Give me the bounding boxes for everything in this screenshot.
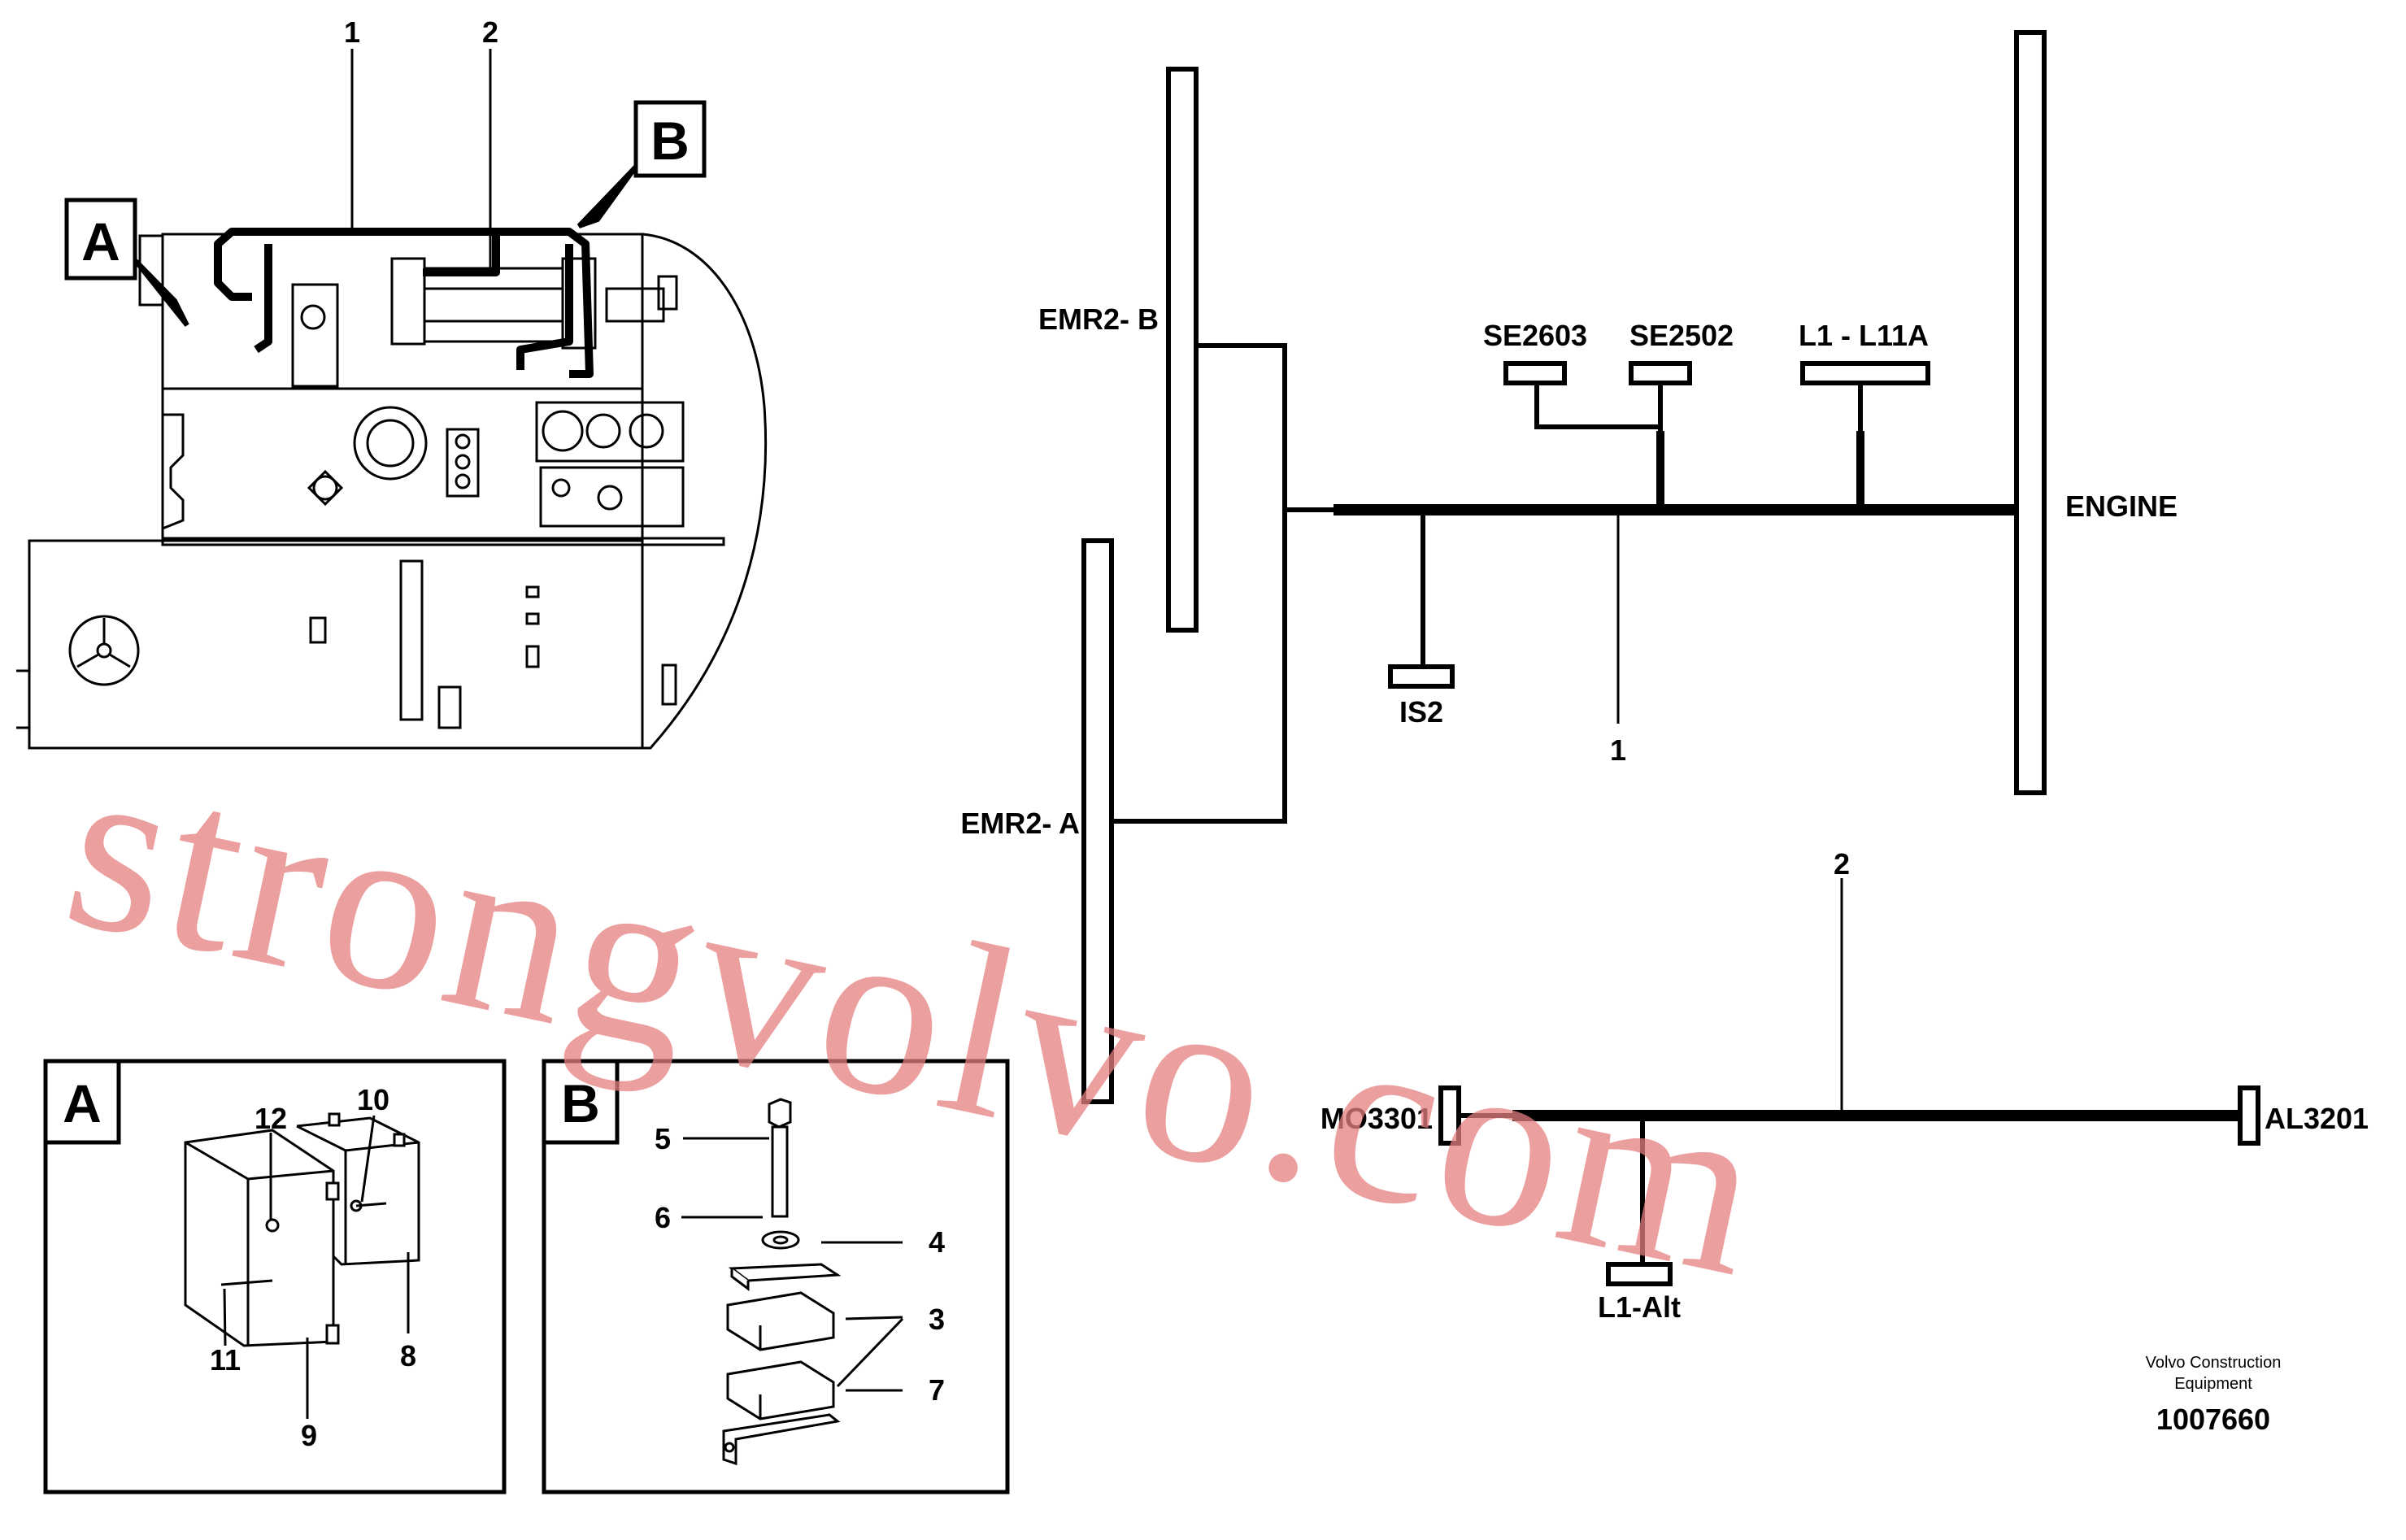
connector-l1-l11a [1800,361,1930,385]
label-se2502: SE2502 [1629,319,1734,352]
main-item-1: 1 [344,15,360,49]
detail-b-item-7: 7 [929,1373,945,1407]
connector-se2603 [1503,361,1567,385]
main-item-2: 2 [482,15,498,49]
detail-a-item-10: 10 [357,1083,389,1116]
label-l1-l11a: L1 - L11A [1799,319,1929,352]
doc-number: 1007660 [2156,1403,2270,1436]
harness-routing [214,228,594,378]
schematic: EMR2- B EMR2- A SE2603 SE2502 L1 - L11A … [960,30,2369,1324]
callout-a-label: A [81,211,120,272]
machine-overview [16,233,768,750]
detail-b-panel: B 5 6 [542,1059,1010,1494]
label-emr2-a: EMR2- A [960,807,1080,840]
connector-al3201 [2238,1085,2260,1146]
detail-a-item-9: 9 [301,1419,317,1452]
label-emr2-b: EMR2- B [1038,302,1159,336]
maker-line-2: Equipment [2174,1375,2252,1393]
connector-is2 [1388,664,1455,689]
connector-emr2-b [1166,67,1199,633]
detail-a-item-8: 8 [400,1339,416,1373]
connector-l1-alt [1606,1262,1673,1286]
callout-b-label: B [650,111,690,171]
detail-a-item-11: 11 [210,1343,241,1377]
detail-b-title: B [561,1073,600,1133]
detail-b-item-5: 5 [655,1122,671,1155]
label-mo3301: MO3301 [1320,1102,1433,1135]
callout-a-box: A [64,198,189,327]
detail-b-item-6: 6 [655,1201,671,1234]
label-se2603: SE2603 [1483,319,1587,352]
connector-se2502 [1629,361,1692,385]
maker-line-1: Volvo Construction [2146,1354,2282,1372]
detail-a-title: A [63,1073,102,1133]
connector-engine [2014,30,2047,795]
label-al3201: AL3201 [2265,1102,2369,1135]
harness-1-number: 1 [1610,733,1626,767]
connector-emr2-a [1081,538,1114,1104]
detail-a-item-12: 12 [255,1102,287,1135]
harness-2-number: 2 [1834,847,1850,881]
label-is2: IS2 [1399,695,1443,729]
label-engine: ENGINE [2065,489,2178,523]
label-l1-alt: L1-Alt [1598,1290,1681,1324]
callout-b-box: B [576,100,707,228]
detail-b-item-4: 4 [929,1225,945,1259]
detail-b-item-3: 3 [929,1303,945,1336]
detail-a-panel: A 12 10 11 [43,1059,507,1494]
